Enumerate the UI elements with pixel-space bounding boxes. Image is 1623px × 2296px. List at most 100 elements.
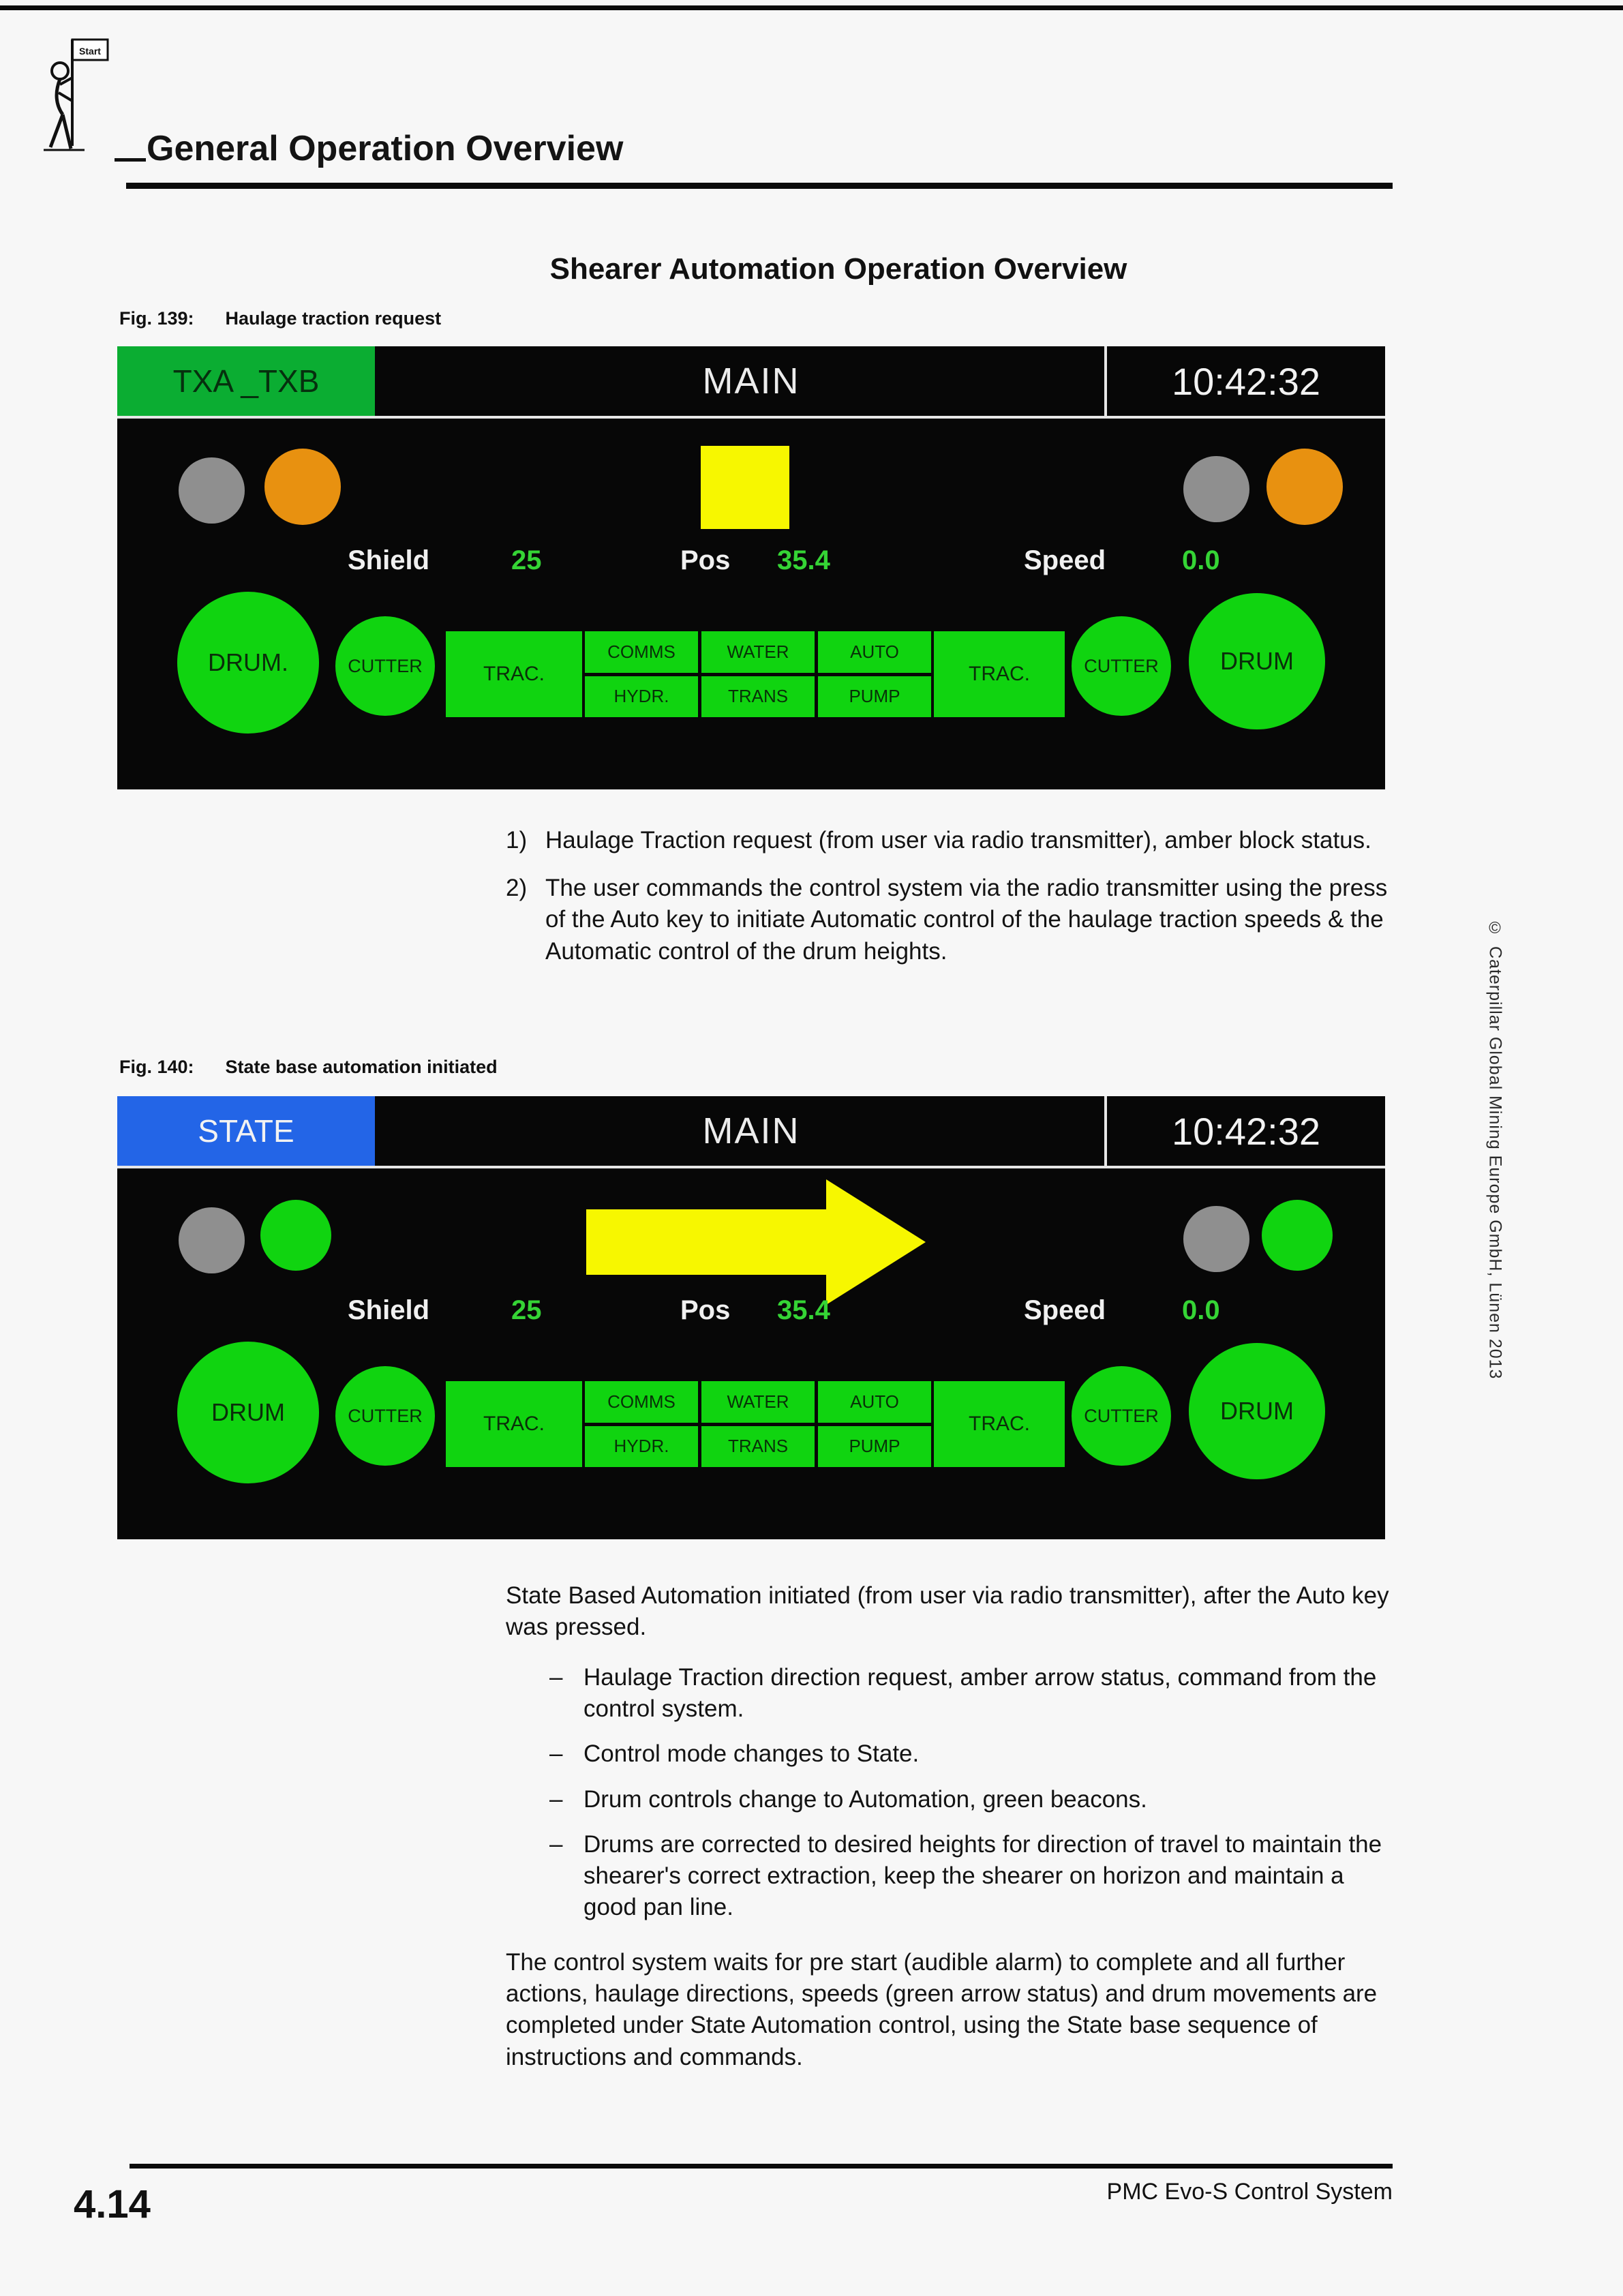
- fig139-caption-label: Fig. 139:: [119, 308, 194, 329]
- dash-item: – Control mode changes to State.: [549, 1738, 1395, 1770]
- status-grid: COMMS WATER AUTO HYDR. TRANS PUMP: [585, 631, 931, 717]
- fig140-caption: Fig. 140: State base automation initiated: [119, 1057, 498, 1078]
- dash-marker: –: [549, 1664, 563, 1691]
- right-beacon-gray: [1183, 456, 1249, 522]
- cutter-right-button: CUTTER: [1072, 616, 1171, 716]
- screen-title: MAIN: [702, 361, 800, 402]
- hydr-cell: HYDR.: [585, 1425, 698, 1467]
- dash-text: Drums are corrected to desired heights f…: [583, 1830, 1382, 1921]
- trac-right-button: TRAC.: [934, 631, 1065, 717]
- item-marker: 2): [506, 875, 528, 902]
- cutter-right-button: CUTTER: [1072, 1366, 1171, 1466]
- speed-label: Speed: [1024, 545, 1106, 575]
- numbered-item: 1) Haulage Traction request (from user v…: [506, 825, 1399, 856]
- clock-divider: [1104, 346, 1107, 416]
- fig140-caption-label: Fig. 140:: [119, 1057, 194, 1077]
- trac-right-button: TRAC.: [934, 1381, 1065, 1467]
- dash-item: – Drum controls change to Automation, gr…: [549, 1784, 1395, 1815]
- clock: 10:42:32: [1172, 359, 1320, 403]
- dash-item: – Drums are corrected to desired heights…: [549, 1829, 1395, 1924]
- screen-topbar: MAIN TXA _TXB 10:42:32: [117, 346, 1385, 419]
- trans-cell: TRANS: [701, 1425, 815, 1467]
- fig139-caption: Fig. 139: Haulage traction request: [119, 308, 441, 329]
- pos-value: 35.4: [777, 1295, 830, 1325]
- comms-cell: COMMS: [585, 631, 698, 673]
- dash-marker: –: [549, 1830, 563, 1858]
- left-beacon-gray: [179, 1207, 245, 1273]
- item-text: Haulage Traction request (from user via …: [545, 827, 1371, 854]
- item-marker: 1): [506, 827, 528, 854]
- shield-value: 25: [511, 1295, 542, 1325]
- product-name: PMC Evo-S Control System: [1106, 2179, 1393, 2205]
- dash-item: – Haulage Traction direction request, am…: [549, 1662, 1395, 1725]
- footer-rule: [130, 2164, 1393, 2169]
- dash-text: Haulage Traction direction request, ambe…: [583, 1664, 1377, 1723]
- dash-text: Control mode changes to State.: [583, 1740, 920, 1768]
- auto-cell: AUTO: [818, 631, 931, 673]
- status-grid: COMMS WATER AUTO HYDR. TRANS PUMP: [585, 1381, 931, 1467]
- shield-label: Shield: [348, 545, 430, 575]
- screen-title: MAIN: [702, 1111, 800, 1151]
- start-figure-logo: Start: [42, 35, 124, 175]
- right-beacon-amber: [1266, 449, 1343, 525]
- screen-topbar: MAIN STATE 10:42:32: [117, 1096, 1385, 1168]
- mode-indicator-state: STATE: [117, 1096, 375, 1166]
- pos-label: Pos: [680, 1295, 731, 1325]
- item-text: The user commands the control system via…: [545, 875, 1388, 965]
- dash-marker: –: [549, 1785, 563, 1813]
- left-beacon-green: [260, 1200, 331, 1271]
- hydr-cell: HYDR.: [585, 676, 698, 717]
- drum-left-button: DRUM.: [177, 592, 319, 734]
- direction-arrow-indicator: [586, 1179, 926, 1305]
- section-title: Shearer Automation Operation Overview: [549, 252, 1127, 286]
- copyright-vertical-text: Caterpillar Global Mining Europe GmbH, L…: [1485, 946, 1505, 1380]
- trac-left-button: TRAC.: [446, 631, 582, 717]
- header-dash: [115, 158, 146, 162]
- drum-left-button: DRUM: [177, 1342, 319, 1483]
- dash-list: – Haulage Traction direction request, am…: [549, 1662, 1395, 1937]
- logo-flag-label: Start: [79, 46, 101, 57]
- trans-cell: TRANS: [701, 676, 815, 717]
- cutter-left-button: CUTTER: [335, 1366, 435, 1466]
- fig139-screen: MAIN TXA _TXB 10:42:32 Shield 25 Pos 35.…: [117, 346, 1385, 789]
- numbered-list: 1) Haulage Traction request (from user v…: [506, 825, 1399, 984]
- clock: 10:42:32: [1172, 1109, 1320, 1153]
- speed-label: Speed: [1024, 1295, 1106, 1325]
- state-paragraph: State Based Automation initiated (from u…: [506, 1582, 1389, 1641]
- auto-cell: AUTO: [818, 1381, 931, 1423]
- drum-right-button: DRUM: [1189, 593, 1325, 729]
- drum-right-button: DRUM: [1189, 1343, 1325, 1479]
- haulage-block-indicator: [701, 446, 789, 529]
- speed-value: 0.0: [1182, 1295, 1220, 1325]
- fig140-screen: MAIN STATE 10:42:32 Shield 25 Pos 35.4 S…: [117, 1096, 1385, 1539]
- pos-value: 35.4: [777, 545, 830, 575]
- water-cell: WATER: [701, 1381, 815, 1423]
- clock-divider: [1104, 1096, 1107, 1166]
- pump-cell: PUMP: [818, 676, 931, 717]
- status-row: Shield 25 Pos 35.4 Speed 0.0: [117, 545, 1385, 581]
- fig139-caption-text: Haulage traction request: [225, 308, 442, 329]
- dash-text: Drum controls change to Automation, gree…: [583, 1785, 1147, 1813]
- right-beacon-gray: [1183, 1206, 1249, 1272]
- cutter-left-button: CUTTER: [335, 616, 435, 716]
- closing-paragraph: The control system waits for pre start (…: [506, 1949, 1378, 2070]
- left-beacon-amber: [264, 449, 341, 525]
- start-figure-icon: Start: [44, 38, 109, 151]
- mode-indicator-txa-txb: TXA _TXB: [117, 346, 375, 416]
- shield-label: Shield: [348, 1295, 430, 1325]
- trac-left-button: TRAC.: [446, 1381, 582, 1467]
- fig140-caption-text: State base automation initiated: [225, 1057, 498, 1077]
- scan-edge-line: [0, 5, 1623, 10]
- left-beacon-gray: [179, 457, 245, 524]
- speed-value: 0.0: [1182, 545, 1220, 575]
- right-beacon-green: [1262, 1200, 1333, 1271]
- copyright-symbol: ©: [1489, 919, 1501, 937]
- numbered-item: 2) The user commands the control system …: [506, 873, 1399, 967]
- pos-label: Pos: [680, 545, 731, 575]
- header-rule: [126, 183, 1393, 189]
- copyright-sidebar: © Caterpillar Global Mining Europe GmbH,…: [1471, 919, 1519, 1379]
- page-number: 4.14: [74, 2182, 151, 2226]
- status-row: Shield 25 Pos 35.4 Speed 0.0: [117, 1295, 1385, 1331]
- shield-value: 25: [511, 545, 542, 575]
